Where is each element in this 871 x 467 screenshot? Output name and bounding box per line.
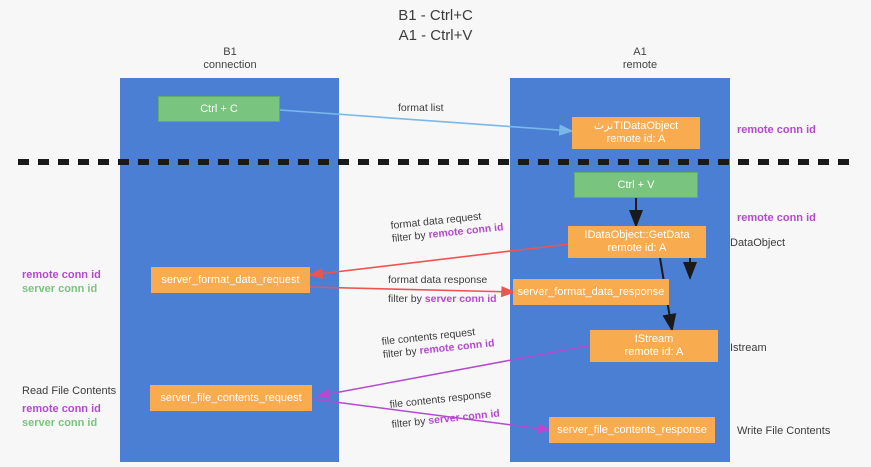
box-istream-line2: remote id: A	[624, 346, 684, 358]
left-label-conn-ids-middle: remote conn id server conn id	[22, 268, 101, 296]
box-server-file-contents-request-label: server_file_contents_request	[160, 391, 302, 404]
box-server-format-data-request[interactable]: server_format_data_request	[151, 267, 310, 293]
box-ole-idataobject-line1: نزٺTIDataObject	[593, 120, 679, 132]
box-server-format-data-response-label: server_format_data_response	[517, 285, 665, 298]
box-ole-idataobject-line2: remote id: A	[606, 133, 666, 145]
lane-header-b1-name: B1	[223, 46, 237, 58]
left-label-read-file-contents: Read File Contents	[22, 385, 117, 397]
right-label-dataobject: DataObject	[730, 237, 786, 249]
label-format-data-response-prefix: filter by	[388, 293, 425, 305]
box-ctrl-c-label: Ctrl + C	[200, 102, 238, 115]
box-server-file-contents-response-label: server_file_contents_response	[557, 423, 707, 436]
box-server-file-contents-response[interactable]: server_file_contents_response	[549, 417, 715, 443]
label-format-data-request: format data request filter by remote con…	[390, 208, 504, 246]
page-title: B1 - Ctrl+C A1 - Ctrl+V	[0, 6, 871, 46]
label-file-contents-response-line2: filter by server conn id	[391, 408, 500, 432]
lane-header-a1: A1 remote	[565, 46, 715, 72]
box-istream[interactable]: IStream remote id: A	[590, 330, 718, 362]
box-ctrl-c[interactable]: Ctrl + C	[158, 96, 280, 122]
left-label-server-conn-id-middle: server conn id	[22, 283, 98, 295]
title-line-1: B1 - Ctrl+C	[398, 7, 473, 24]
label-format-data-response-line2: filter by server conn id	[388, 293, 497, 306]
right-label-remote-conn-id-top: remote conn id	[737, 124, 816, 136]
label-file-contents-response: file contents response filter by server …	[389, 388, 500, 432]
lane-header-a1-sub: remote	[622, 59, 658, 71]
box-server-file-contents-request[interactable]: server_file_contents_request	[150, 385, 312, 411]
label-file-contents-response-key: server conn id	[427, 407, 501, 427]
box-getdata-line2: remote id: A	[607, 242, 667, 254]
left-label-conn-ids-bottom: remote conn id server conn id	[22, 402, 101, 430]
label-format-data-response-key: server conn id	[424, 293, 497, 305]
label-file-contents-response-prefix: filter by	[391, 415, 429, 431]
box-ctrl-v-label: Ctrl + V	[617, 178, 655, 191]
lane-header-a1-name: A1	[633, 46, 647, 58]
box-istream-line1: IStream	[634, 333, 674, 345]
lane-header-b1: B1 connection	[155, 46, 305, 72]
box-getdata-line1: IDataObject::GetData	[584, 229, 690, 241]
box-idataobject-getdata[interactable]: IDataObject::GetData remote id: A	[568, 226, 706, 258]
label-format-data-response-line1: format data response	[388, 274, 488, 286]
label-format-data-request-prefix: filter by	[391, 229, 430, 245]
left-label-remote-conn-id-bottom: remote conn id	[22, 403, 101, 415]
box-ctrl-v[interactable]: Ctrl + V	[574, 172, 698, 198]
left-label-server-conn-id-bottom: server conn id	[22, 417, 98, 429]
box-server-format-data-request-label: server_format_data_request	[161, 273, 300, 286]
title-line-2: A1 - Ctrl+V	[398, 27, 473, 44]
label-file-contents-request-prefix: filter by	[382, 345, 421, 361]
box-server-format-data-response[interactable]: server_format_data_response	[513, 279, 669, 305]
label-file-contents-request: file contents request filter by remote c…	[381, 324, 495, 362]
box-ole-idataobject[interactable]: نزٺTIDataObject remote id: A	[572, 117, 700, 149]
right-label-istream: Istream	[730, 342, 767, 354]
right-label-remote-conn-id-mid: remote conn id	[737, 212, 816, 224]
left-label-remote-conn-id-middle: remote conn id	[22, 269, 101, 281]
label-format-data-response: format data response filter by server co…	[388, 274, 497, 306]
right-label-write-file-contents: Write File Contents	[737, 425, 831, 437]
label-format-list: format list	[398, 102, 444, 114]
lane-header-b1-sub: connection	[203, 59, 257, 71]
